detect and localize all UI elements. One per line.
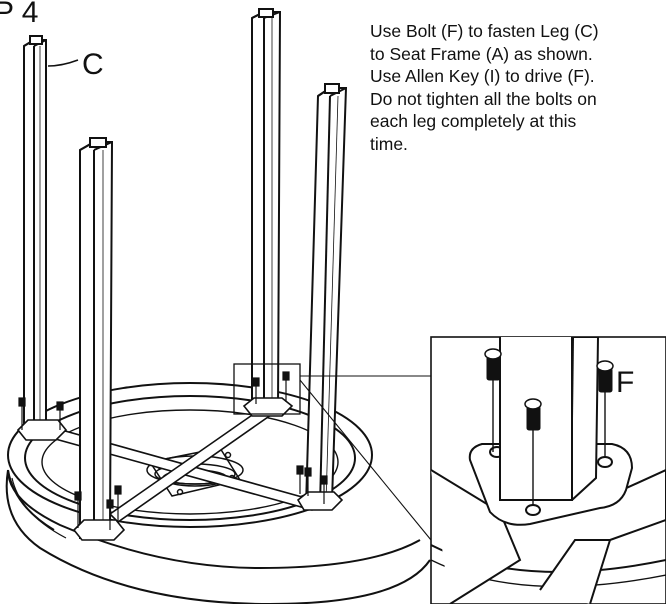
instruction-line: each leg completely at this — [370, 111, 577, 131]
step-label: P 4 — [0, 0, 39, 29]
leg-front-left — [79, 137, 114, 539]
instruction-line: to Seat Frame (A) as shown. — [370, 43, 593, 64]
instruction-line: Do not tighten all the bolts on — [370, 88, 597, 109]
detail-box — [233, 363, 301, 415]
instructions-text: Use Bolt (F) to fasten Leg (C) to Seat F… — [370, 20, 666, 155]
instruction-line: Use Bolt (F) to fasten Leg (C) — [370, 21, 599, 41]
instruction-line: Use Allen Key (I) to drive (F). — [370, 66, 595, 86]
leg-back-right — [251, 8, 282, 415]
leg-front-right — [304, 83, 348, 507]
leader-c — [47, 59, 79, 67]
bolt-callout-label: F — [616, 366, 635, 399]
seat-frame — [5, 382, 431, 604]
projection-line-bottom — [299, 379, 432, 541]
instruction-line: time. — [370, 133, 408, 154]
bolts-main — [18, 371, 328, 530]
leg-callout-label: C — [82, 48, 104, 81]
leg-back-left — [23, 35, 47, 435]
inset-detail — [430, 336, 666, 604]
